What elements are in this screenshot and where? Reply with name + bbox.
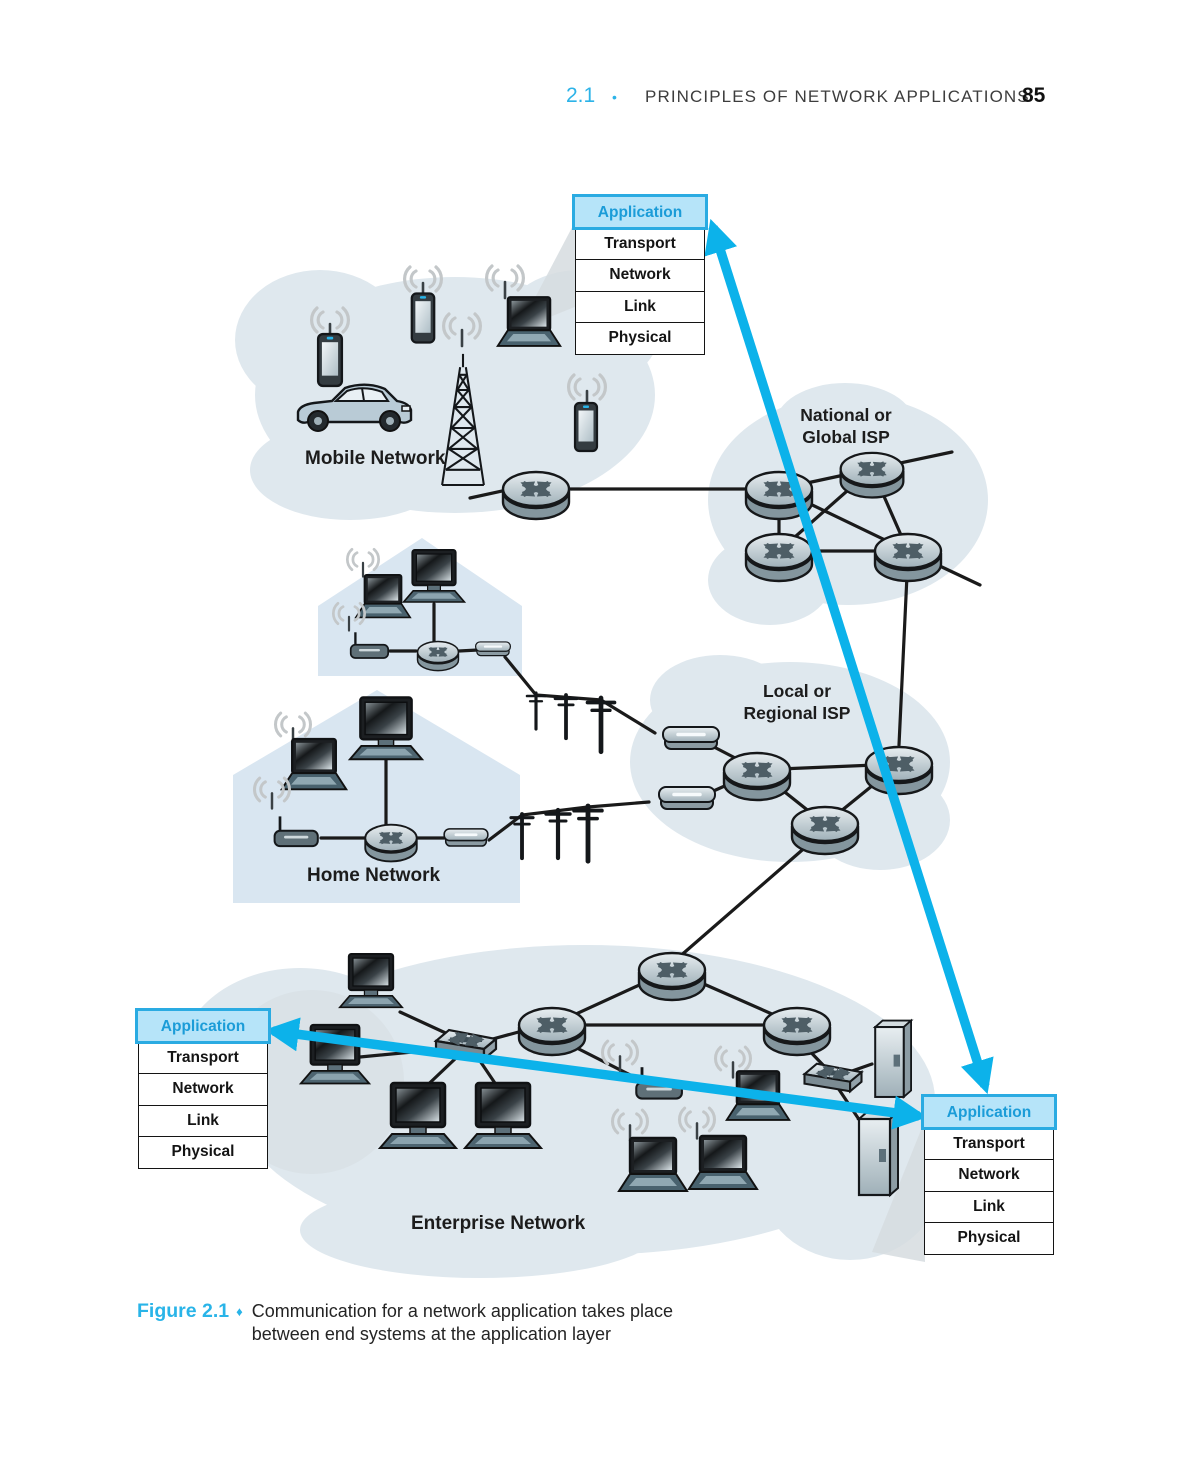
utility-pole-icon xyxy=(553,693,579,741)
server-icon xyxy=(874,1019,913,1098)
arrow-top-to-right-stack xyxy=(704,218,994,1095)
house-upper xyxy=(318,538,522,676)
enterprise-network-label: Enterprise Network xyxy=(411,1213,586,1234)
router-icon xyxy=(503,472,569,519)
home-network-label: Home Network xyxy=(307,865,440,886)
router-icon xyxy=(639,953,705,1000)
utility-poles xyxy=(509,691,614,861)
utility-pole-icon xyxy=(525,691,547,731)
server-icon xyxy=(857,1110,900,1197)
laptop-icon xyxy=(280,737,348,791)
section-bullet-icon: • xyxy=(612,89,617,105)
page-number: 85 xyxy=(1022,84,1046,107)
modem-icon xyxy=(661,725,721,751)
desktop-icon xyxy=(402,548,466,604)
caption-text: Communication for a network application … xyxy=(252,1300,673,1345)
router-icon xyxy=(519,1008,585,1055)
application-communication-arrows xyxy=(264,218,994,1130)
page-header: 2.1 • PRINCIPLES OF NETWORK APPLICATIONS… xyxy=(0,0,1200,120)
layer-application: Application xyxy=(572,194,708,230)
protocol-stack-enterprise-left: Application Transport Network Link Physi… xyxy=(135,1008,271,1169)
national-isp-label-line2: Global ISP xyxy=(802,427,890,447)
layer-application: Application xyxy=(921,1094,1057,1130)
section-number: 2.1 xyxy=(566,84,596,107)
layer-link: Link xyxy=(924,1190,1054,1224)
modem-icon xyxy=(442,827,490,848)
protocol-stack-enterprise-right: Application Transport Network Link Physi… xyxy=(921,1094,1057,1255)
mobile-network-label: Mobile Network xyxy=(305,448,446,469)
caption-line-2: between end systems at the application l… xyxy=(251,1323,611,1344)
layer-transport: Transport xyxy=(138,1042,268,1076)
desktop-icon xyxy=(463,1081,543,1150)
caption-diamond-icon: ♦ xyxy=(236,1304,243,1319)
national-isp-label-line1: National or xyxy=(800,405,892,425)
smartphone-icon xyxy=(410,292,436,344)
layer-transport: Transport xyxy=(924,1128,1054,1162)
smartphone-icon xyxy=(316,332,344,388)
laptop-icon xyxy=(687,1134,759,1191)
desktop-icon xyxy=(378,1081,458,1150)
router-icon xyxy=(724,753,790,800)
router-icon xyxy=(764,1008,830,1055)
laptop-icon xyxy=(617,1136,689,1193)
layer-link: Link xyxy=(575,290,705,324)
modem-icon xyxy=(474,640,512,657)
router-icon xyxy=(792,807,858,854)
layer-network: Network xyxy=(575,259,705,293)
running-head-title: PRINCIPLES OF NETWORK APPLICATIONS xyxy=(645,87,1030,106)
desktop-icon xyxy=(348,696,424,761)
router-icon xyxy=(746,534,812,581)
figure-caption: Figure 2.1 ♦ Communication for a network… xyxy=(137,1300,673,1345)
layer-link: Link xyxy=(138,1104,268,1138)
utility-pole-icon xyxy=(574,806,602,861)
layer-physical: Physical xyxy=(924,1221,1054,1255)
layer-transport: Transport xyxy=(575,228,705,262)
smartphone-icon xyxy=(573,401,599,453)
layer-network: Network xyxy=(924,1159,1054,1193)
regional-isp-label-line2: Regional ISP xyxy=(744,703,851,723)
arrow-left-to-right-stack xyxy=(264,1017,928,1130)
figure-label: Figure 2.1 xyxy=(137,1300,230,1322)
layer-physical: Physical xyxy=(575,321,705,355)
protocol-stack-top: Application Transport Network Link Physi… xyxy=(572,194,708,355)
desktop-icon xyxy=(338,952,404,1009)
layer-application: Application xyxy=(135,1008,271,1044)
router-icon xyxy=(365,825,416,862)
modem-icon xyxy=(657,785,717,811)
router-icon xyxy=(418,641,459,670)
caption-line-1: Communication for a network application … xyxy=(251,1301,673,1321)
layer-network: Network xyxy=(138,1073,268,1107)
regional-isp-label-line1: Local or xyxy=(763,681,831,701)
utility-pole-icon xyxy=(546,810,570,858)
layer-physical: Physical xyxy=(138,1135,268,1169)
laptop-icon xyxy=(496,296,562,348)
router-icon xyxy=(875,534,941,581)
router-icon xyxy=(841,453,904,498)
